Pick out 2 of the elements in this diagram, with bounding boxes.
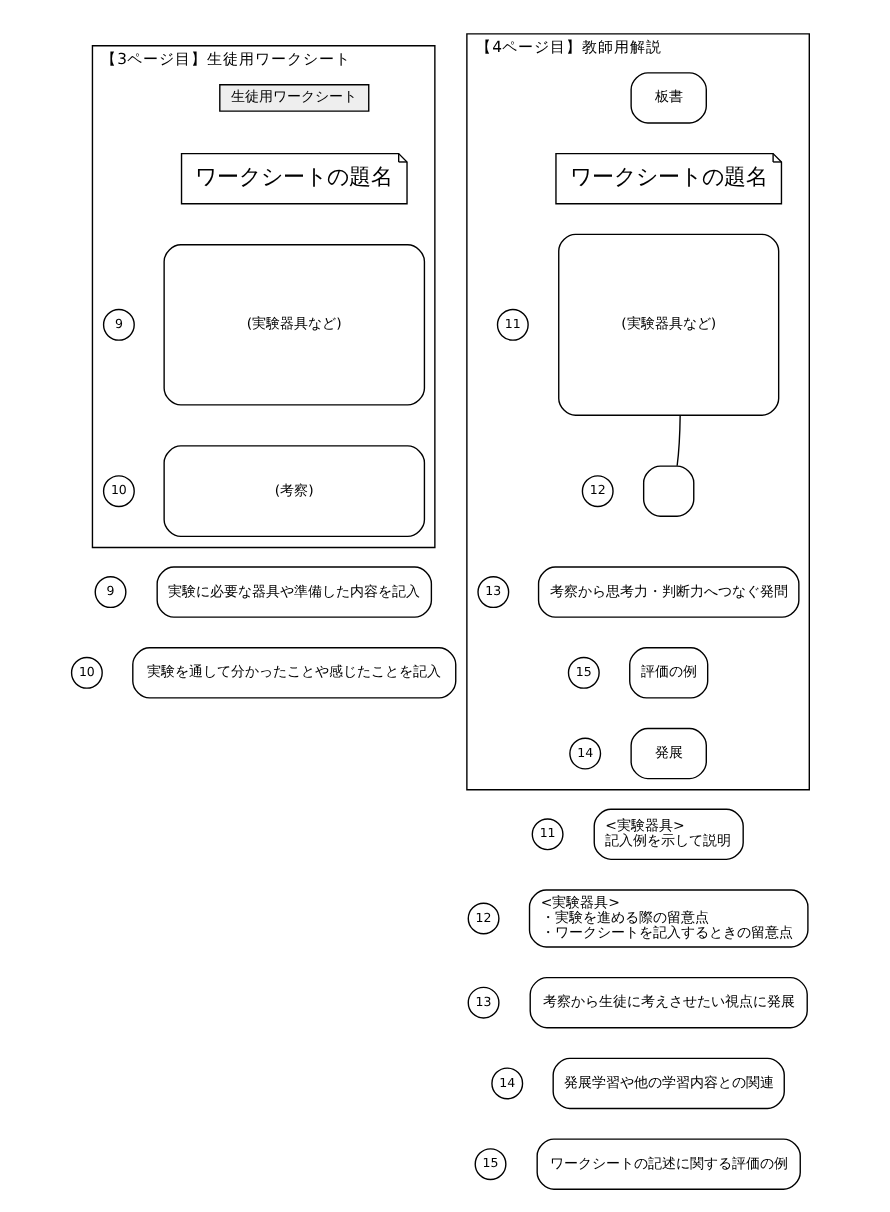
node-box bbox=[641, 465, 694, 517]
connector bbox=[675, 414, 680, 467]
